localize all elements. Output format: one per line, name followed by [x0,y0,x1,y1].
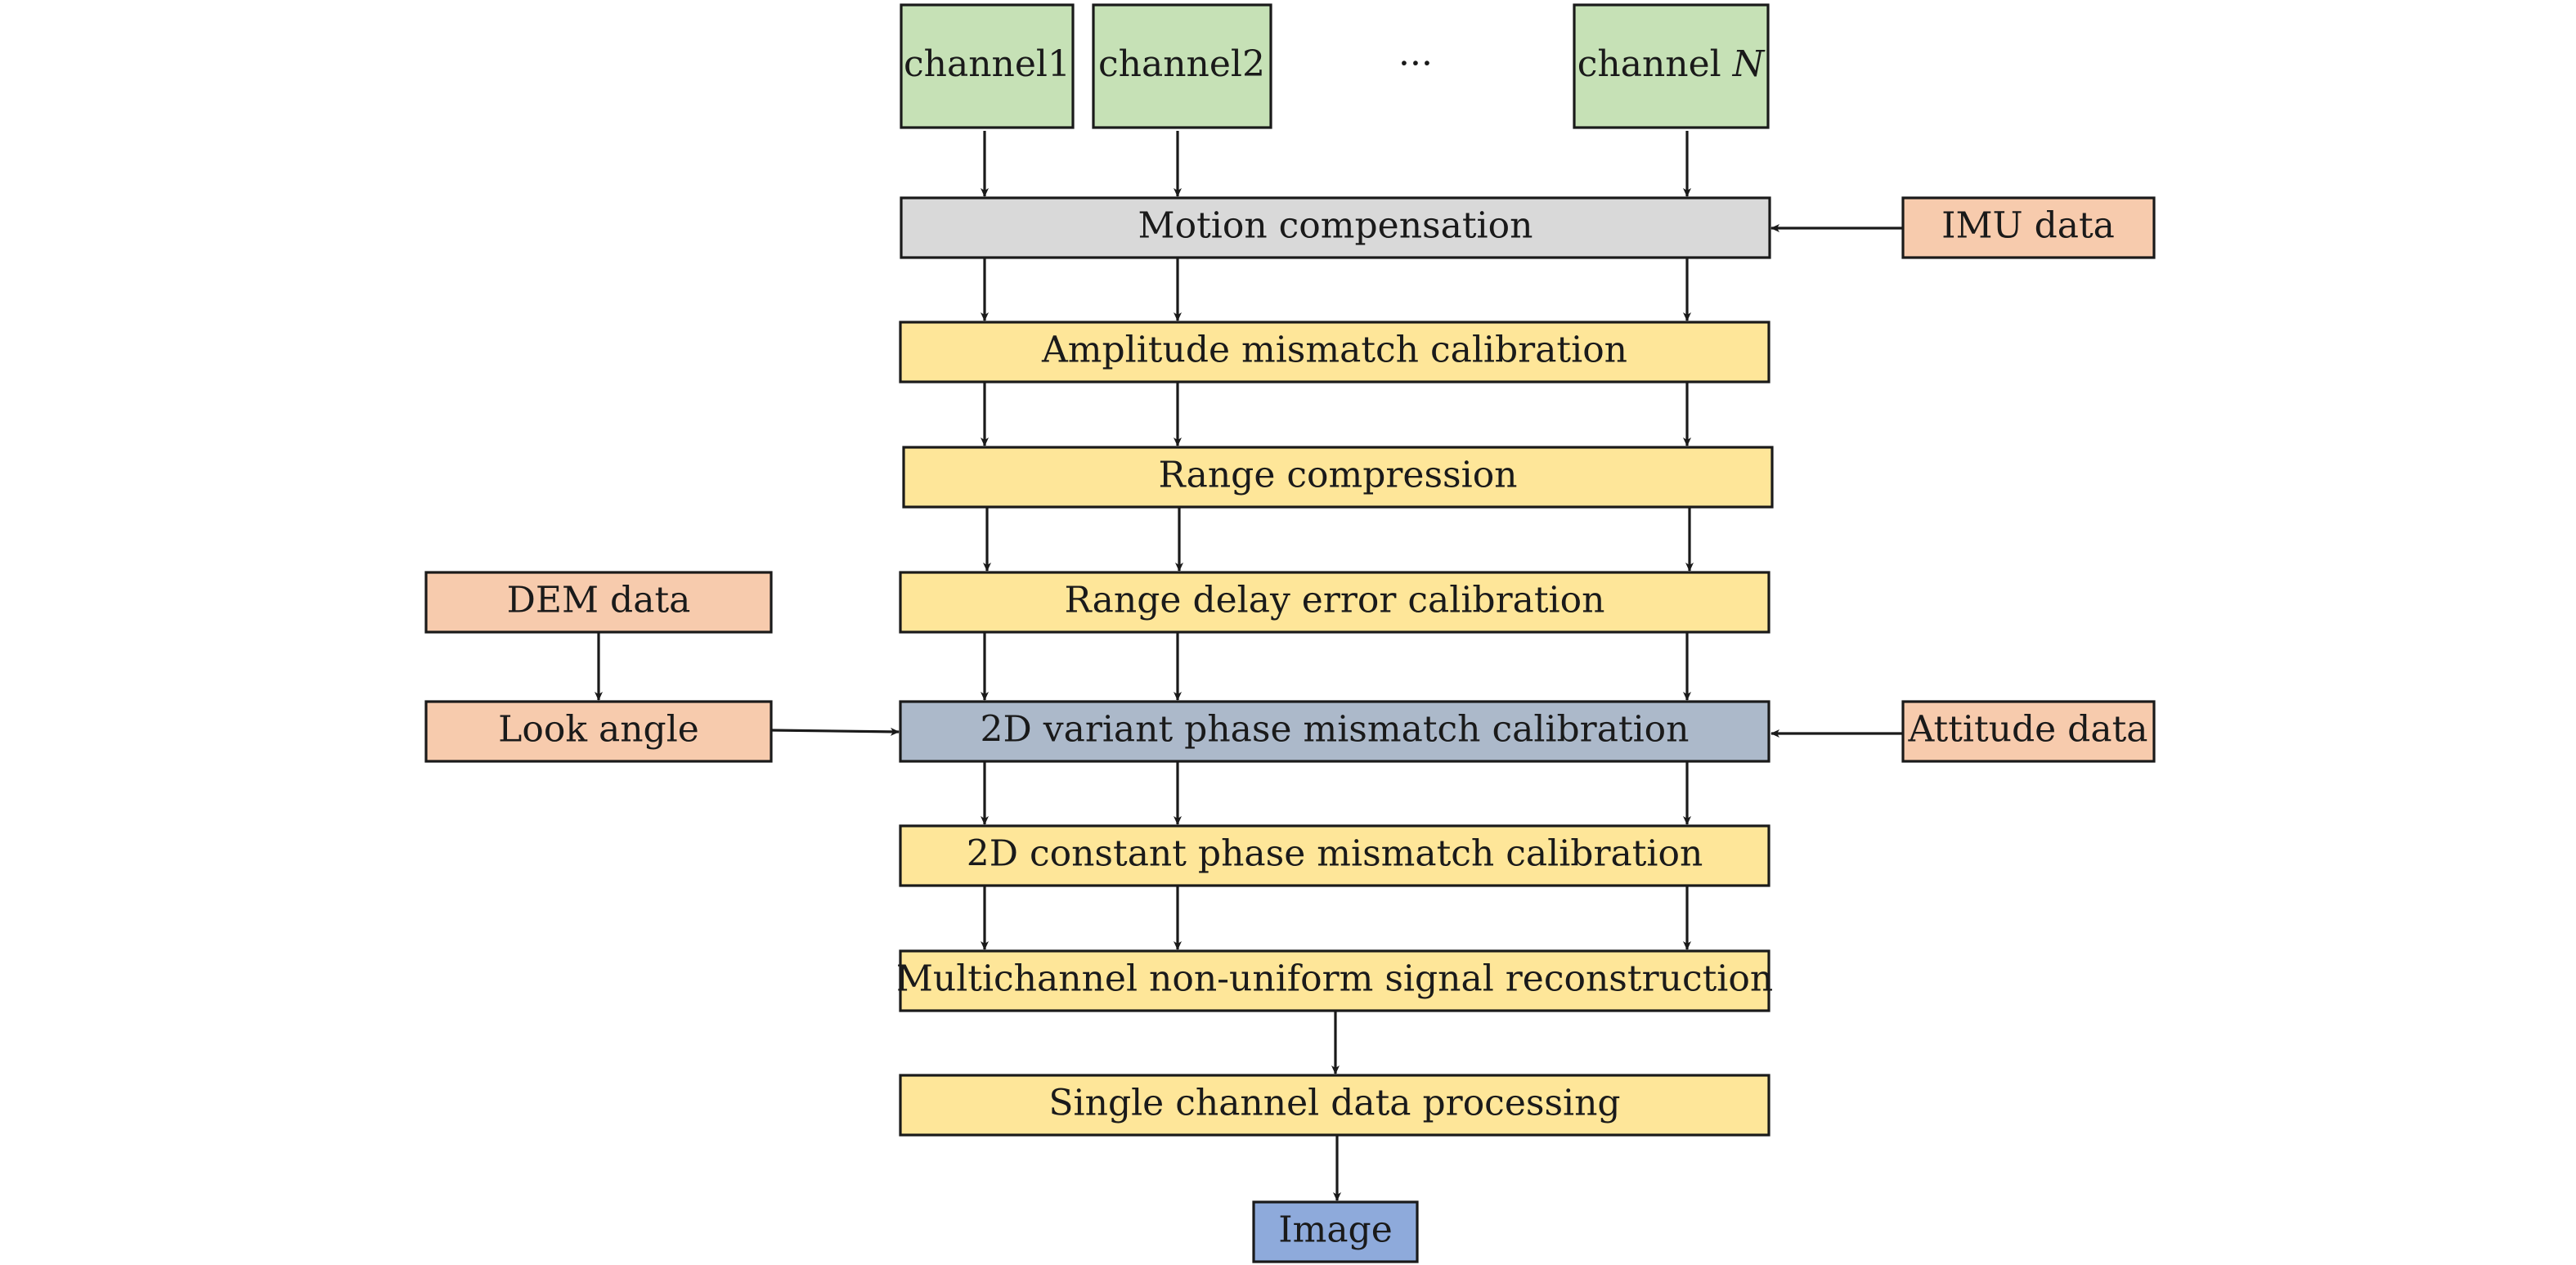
channel-box-n: channel N [1573,3,1770,129]
channel-box-1: channel1 [900,3,1075,129]
channel-box-2-rect [1092,3,1272,129]
range-compression-rect [902,446,1774,509]
amplitude-mismatch-box: Amplitude mismatch calibration [899,321,1770,384]
channel-box-1-label: channel1 [904,43,1070,85]
single-channel-box: Single channel data processing [899,1074,1770,1137]
look-angle-rect [424,700,773,763]
imu-data-rect [1901,196,2156,259]
motion-compensation-box: Motion compensation [900,196,1771,259]
look-angle-label: Look angle [498,709,699,751]
channel-ellipsis: ··· [1398,43,1433,85]
range-delay-rect [899,571,1770,634]
attitude-data-rect [1901,700,2156,763]
channel-box-2-label: channel2 [1098,43,1265,85]
variant-phase-box: 2D variant phase mismatch calibration [899,700,1770,763]
constant-phase-box: 2D constant phase mismatch calibration [899,824,1770,887]
attitude-data-label: Attitude data [1908,709,2148,751]
range-delay-box: Range delay error calibration [899,571,1770,634]
image-output-rect [1252,1200,1419,1263]
image-output-box: Image [1252,1200,1419,1263]
reconstruction-box: Multichannel non-uniform signal reconstr… [896,949,1773,1012]
connector-arrows [595,131,1903,1201]
imu-data-box: IMU data [1901,196,2156,259]
look-angle-box: Look angle [424,700,773,763]
channel-box-1-rect [900,3,1075,129]
range-compression-box: Range compression [902,446,1774,509]
amplitude-mismatch-rect [899,321,1770,384]
reconstruction-rect [899,949,1770,1012]
variant-phase-label: 2D variant phase mismatch calibration [980,709,1689,751]
dem-data-label: DEM data [507,580,691,621]
range-compression-label: Range compression [1158,455,1517,496]
dem-data-rect [424,571,773,634]
imu-data-label: IMU data [1941,205,2115,247]
motion-compensation-rect [900,196,1771,259]
attitude-data-box: Attitude data [1901,700,2156,763]
motion-compensation-label: Motion compensation [1138,205,1533,247]
amplitude-mismatch-label: Amplitude mismatch calibration [1041,330,1627,371]
arrow-look-variant [770,727,900,736]
image-output-label: Image [1278,1209,1393,1251]
constant-phase-label: 2D constant phase mismatch calibration [967,833,1703,875]
range-delay-label: Range delay error calibration [1065,580,1605,621]
channel-box-n-rect [1573,3,1770,129]
channel-box-2: channel2 [1092,3,1272,129]
single-channel-label: Single channel data processing [1048,1083,1620,1124]
variant-phase-rect [899,700,1770,763]
single-channel-rect [899,1074,1770,1137]
dem-data-box: DEM data [424,571,773,634]
constant-phase-rect [899,824,1770,887]
reconstruction-label: Multichannel non-uniform signal reconstr… [896,958,1773,1000]
channel-box-n-label: channel N [1577,43,1766,85]
